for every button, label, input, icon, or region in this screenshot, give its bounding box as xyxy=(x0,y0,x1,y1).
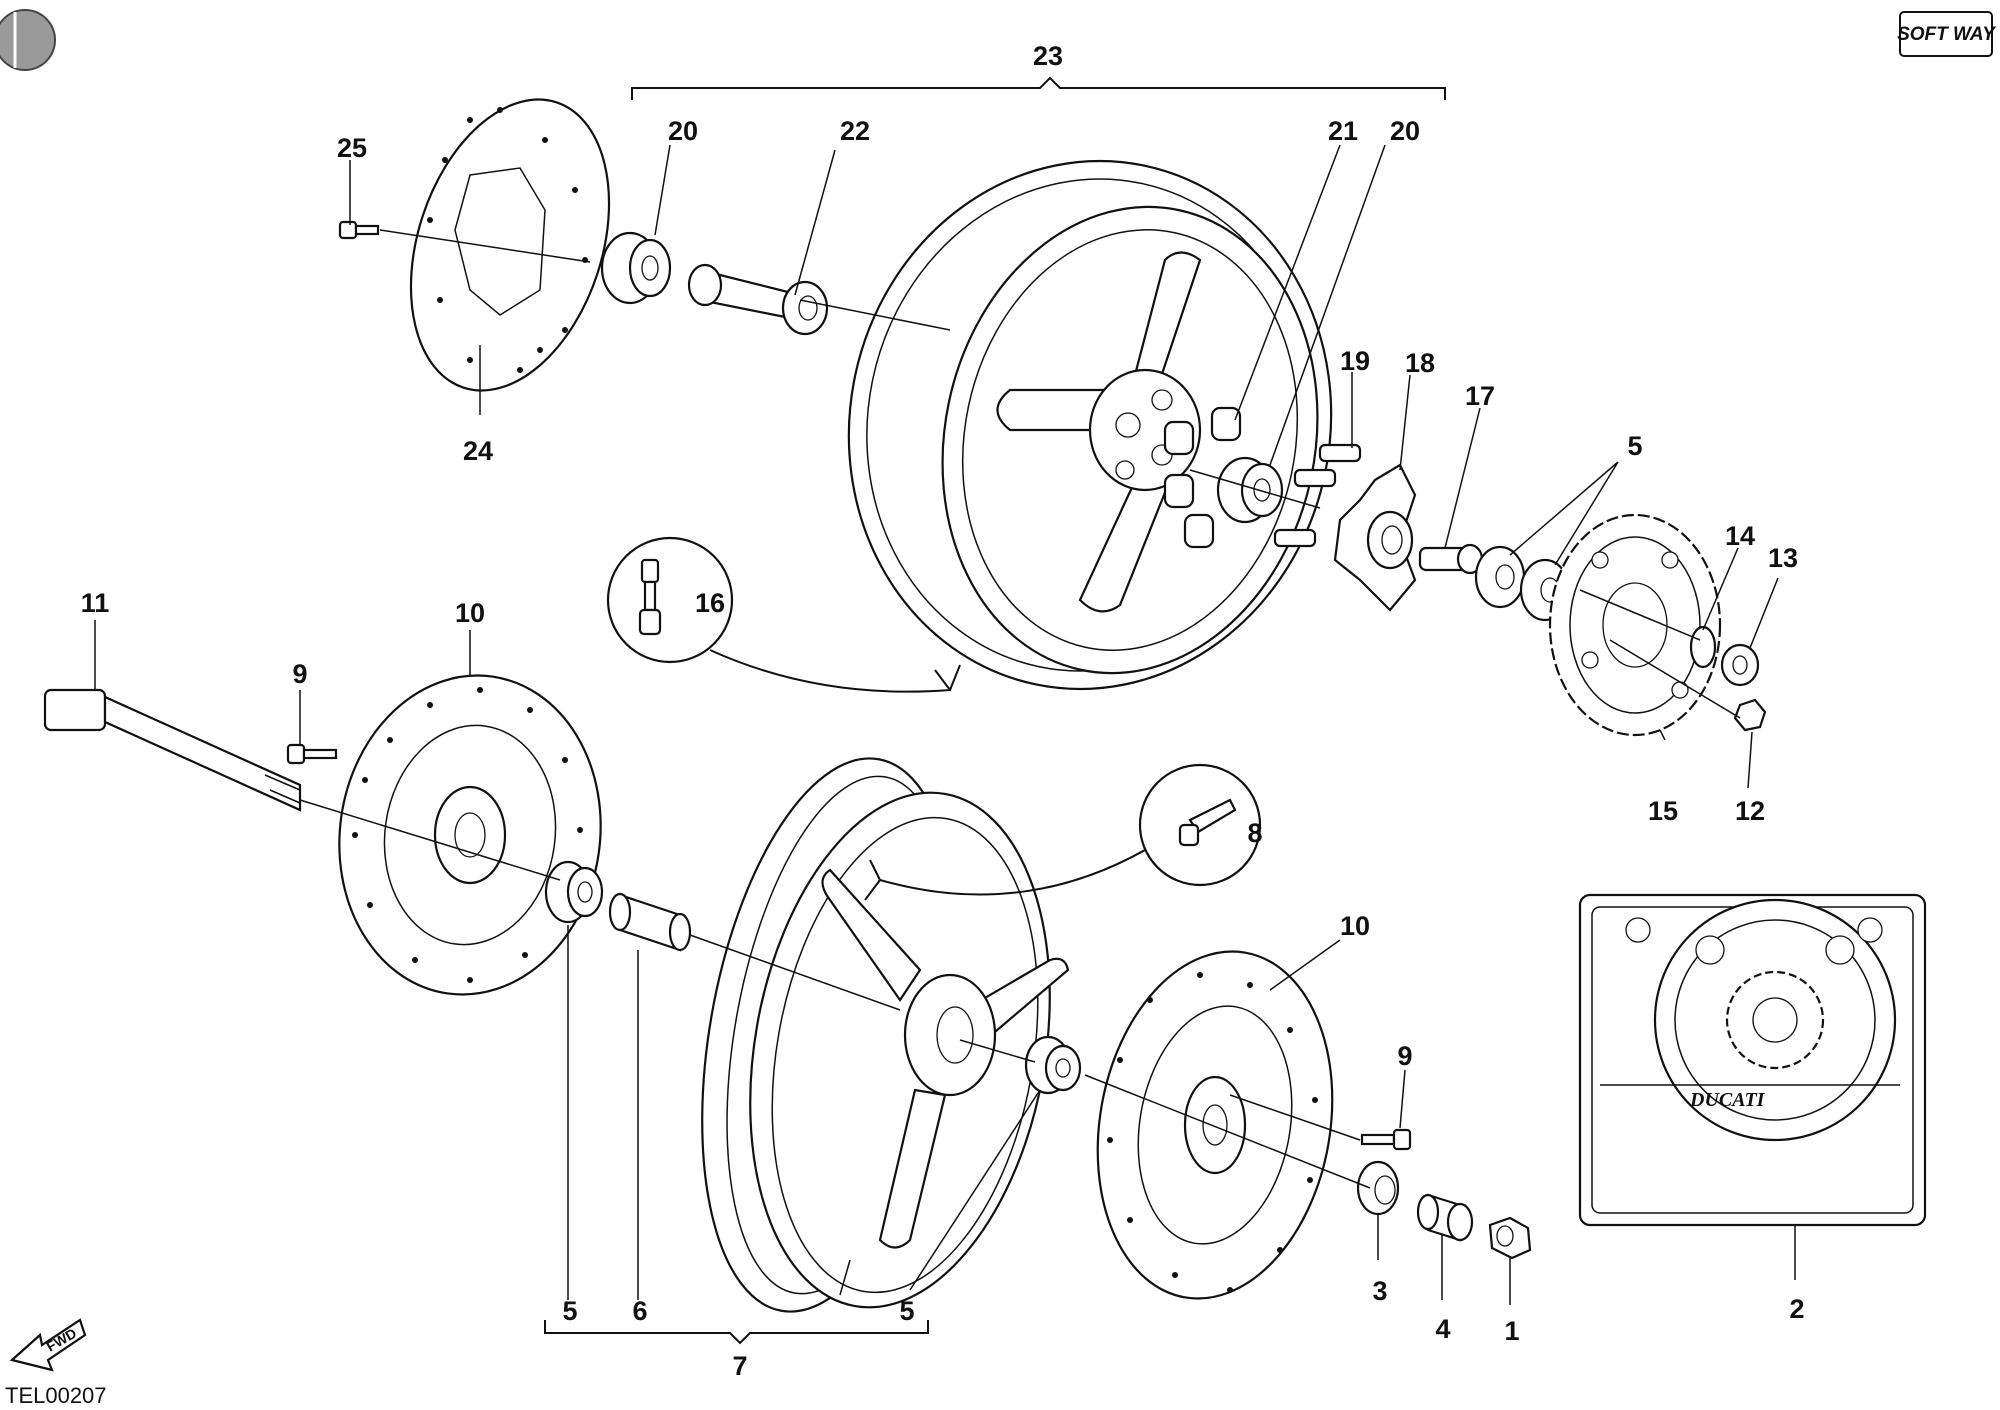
washer-13 xyxy=(1720,643,1760,687)
callout-20-a: 20 xyxy=(668,116,698,146)
nut-12 xyxy=(1733,698,1767,732)
front-wheel xyxy=(701,757,1070,1313)
callout-4: 4 xyxy=(1435,1314,1450,1344)
callout-10-right: 10 xyxy=(1340,911,1370,941)
callout-5-front-right: 5 xyxy=(899,1296,914,1326)
front-axle-11 xyxy=(43,688,302,812)
callout-18: 18 xyxy=(1405,348,1435,378)
leader-lines xyxy=(94,144,1796,1305)
bearing-5-front-right xyxy=(1024,1035,1082,1095)
nut-1 xyxy=(1488,1216,1532,1260)
callout-5-front-left: 5 xyxy=(562,1296,577,1326)
callout-7: 7 xyxy=(732,1351,747,1381)
callout-11: 11 xyxy=(81,588,110,618)
spacer-4 xyxy=(1416,1193,1474,1242)
fwd-arrow-icon: FWD xyxy=(9,1318,87,1372)
callout-19: 19 xyxy=(1340,346,1370,376)
callout-20-b: 20 xyxy=(1390,116,1420,146)
valve-detail-8 xyxy=(864,763,1262,901)
callout-25: 25 xyxy=(337,133,367,163)
studs-19 xyxy=(1273,443,1362,548)
disc-bolt-9-left xyxy=(286,743,338,765)
rear-brake-disc xyxy=(409,98,611,392)
softway-logo-text: SOFT WAY xyxy=(1897,24,1997,45)
callout-9-left: 9 xyxy=(292,659,307,689)
disc-bolt-9-right xyxy=(1360,1128,1412,1151)
callout-24: 24 xyxy=(463,436,493,466)
circlip-14 xyxy=(1689,625,1717,669)
spacer-17 xyxy=(1418,543,1484,575)
spacer-22 xyxy=(687,263,829,336)
bracket-7 xyxy=(544,1320,929,1345)
callout-15: 15 xyxy=(1648,796,1678,826)
cover-plate-2: DUCATI xyxy=(1578,893,1927,1227)
callout-21: 21 xyxy=(1328,116,1358,146)
plate-ducati-text: DUCATI xyxy=(1689,1089,1766,1111)
callout-5-rear: 5 xyxy=(1627,431,1642,461)
callout-17: 17 xyxy=(1465,381,1495,411)
callout-13: 13 xyxy=(1768,543,1798,573)
bearing-20-right xyxy=(1216,456,1284,524)
rear-wheel xyxy=(847,159,1333,691)
front-disc-10-right xyxy=(1096,950,1334,1300)
diagram-code: TEL00207 xyxy=(5,1383,107,1408)
callout-22: 22 xyxy=(840,116,870,146)
callout-9-right: 9 xyxy=(1397,1041,1412,1071)
rear-sprocket-15 xyxy=(1548,513,1722,737)
front-disc-10-left xyxy=(338,674,602,996)
callout-14: 14 xyxy=(1725,521,1755,551)
bearing-20-left xyxy=(600,231,672,305)
bracket-23 xyxy=(631,76,1446,100)
logo-disc-icon xyxy=(0,9,56,71)
sprocket-carrier-18 xyxy=(1333,463,1417,612)
disc-bolt-25 xyxy=(338,220,380,240)
callout-8: 8 xyxy=(1247,818,1262,848)
callout-2: 2 xyxy=(1789,1294,1804,1324)
callout-12: 12 xyxy=(1735,796,1765,826)
callout-3: 3 xyxy=(1372,1276,1387,1306)
softway-logo: SOFT WAY xyxy=(1897,11,1997,57)
callout-23: 23 xyxy=(1033,41,1063,71)
callout-1: 1 xyxy=(1504,1316,1519,1346)
callout-16: 16 xyxy=(695,588,725,618)
callout-labels: 23 25 20 22 21 20 24 19 18 17 5 16 14 13… xyxy=(81,41,1805,1381)
bearing-5-front-left xyxy=(544,860,604,924)
spacer-6 xyxy=(608,892,692,952)
seal-3 xyxy=(1356,1160,1400,1216)
valve-detail-16 xyxy=(606,536,961,693)
callout-10-left: 10 xyxy=(455,598,485,628)
callout-6: 6 xyxy=(632,1296,647,1326)
